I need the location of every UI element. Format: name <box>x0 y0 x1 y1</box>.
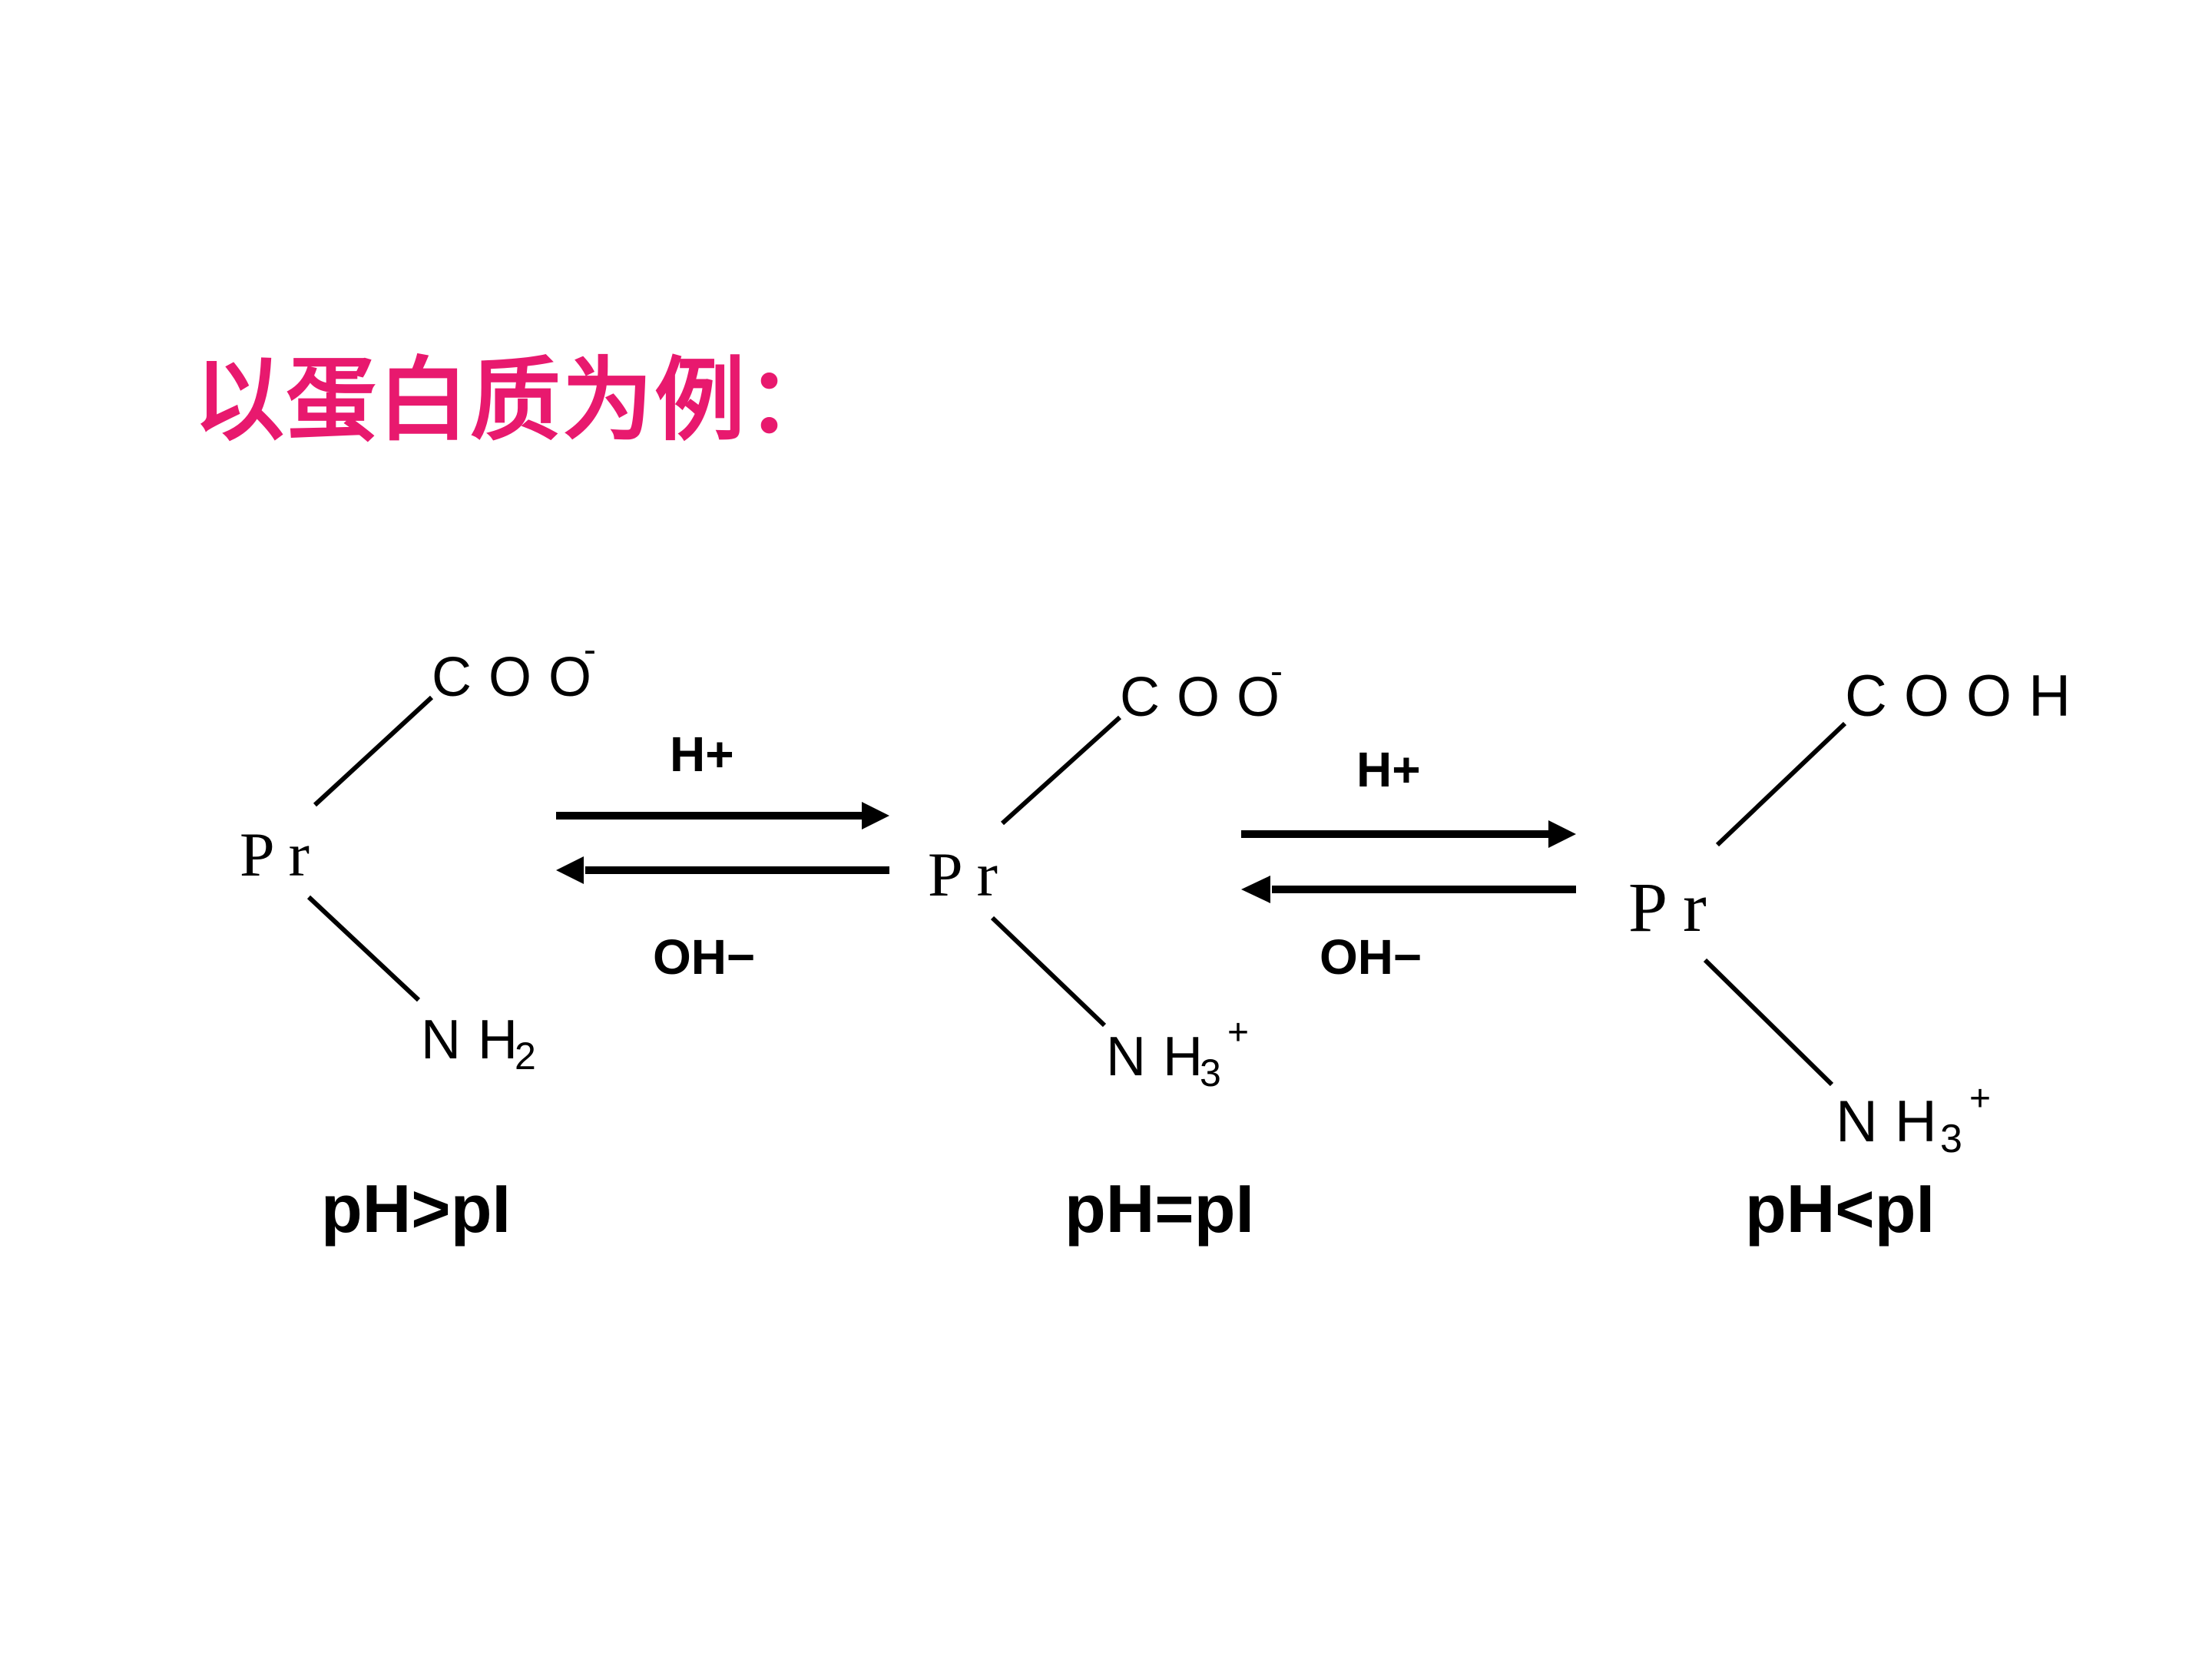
molecule-1: Pr COO - NH 2 <box>240 630 608 1078</box>
amino-group: NH <box>1836 1089 1954 1154</box>
protein-core: Pr <box>1628 868 1722 946</box>
protein-core: Pr <box>240 820 323 889</box>
amino-subscript: 3 <box>1200 1051 1221 1094</box>
slide-title: 以蛋白质为例： <box>194 347 839 453</box>
reverse-arrowhead <box>556 856 584 884</box>
carboxyl-group: COOH <box>1845 664 2088 729</box>
amino-group: NH <box>1106 1026 1220 1088</box>
carboxyl-group: COO <box>432 647 608 708</box>
equilibrium-2: H+ OH− <box>1241 742 1576 985</box>
bond-to-carboxyl <box>1715 721 1847 847</box>
condition-label-1: pH>pI <box>321 1171 511 1247</box>
condition-label-3: pH<pI <box>1745 1171 1935 1247</box>
condition-label-2: pH=pI <box>1065 1171 1254 1247</box>
molecule-2: Pr COO - NH 3 + <box>928 651 1296 1094</box>
reverse-reagent-label: OH− <box>653 929 755 985</box>
carboxyl-charge: - <box>584 630 596 671</box>
bond-to-amino <box>306 895 421 1002</box>
reverse-arrowhead <box>1241 876 1270 903</box>
amino-subscript: 2 <box>515 1035 536 1078</box>
bond-to-amino <box>990 916 1107 1028</box>
amino-charge: + <box>1969 1078 1991 1119</box>
bond-to-carboxyl <box>313 695 434 807</box>
reverse-reagent-label: OH− <box>1320 929 1422 985</box>
molecule-3: Pr COOH NH 3 + <box>1628 664 2088 1161</box>
amino-group: NH <box>421 1009 535 1071</box>
amino-subscript: 3 <box>1940 1117 1962 1161</box>
carboxyl-group: COO <box>1120 667 1296 728</box>
forward-arrowhead <box>1548 820 1576 848</box>
protein-core: Pr <box>928 839 1012 909</box>
equilibrium-1: H+ OH− <box>556 727 889 985</box>
carboxyl-charge: - <box>1270 651 1283 692</box>
forward-reagent-label: H+ <box>670 727 734 782</box>
amino-charge: + <box>1227 1012 1249 1053</box>
bond-to-carboxyl <box>1000 715 1122 826</box>
forward-reagent-label: H+ <box>1356 742 1421 797</box>
forward-arrowhead <box>862 802 889 830</box>
bond-to-amino <box>1703 958 1834 1087</box>
